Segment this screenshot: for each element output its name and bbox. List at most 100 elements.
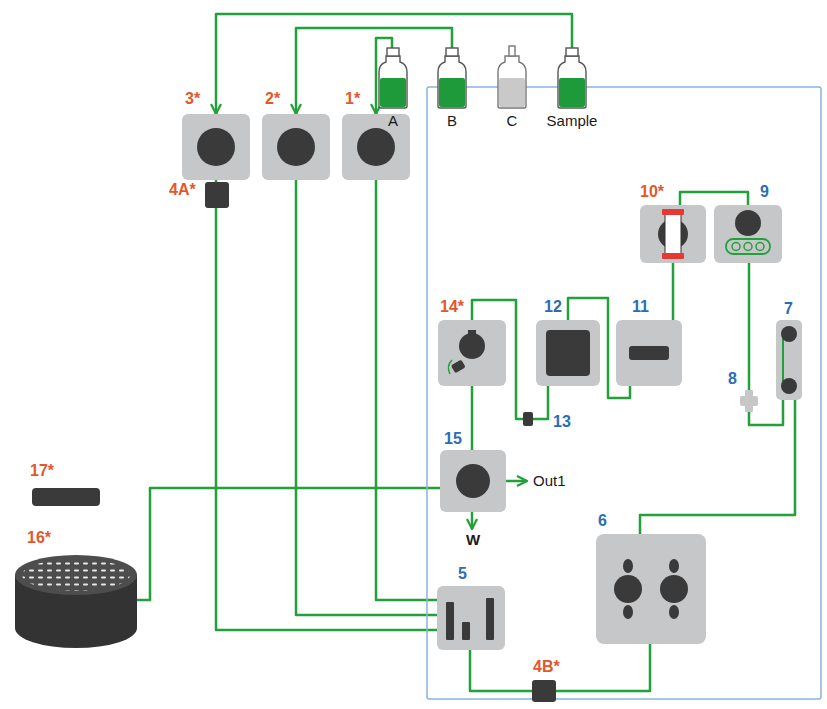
bottle-a xyxy=(379,48,407,108)
tubing xyxy=(215,180,218,182)
tubing xyxy=(296,180,437,615)
fraction-tray-part xyxy=(15,555,137,595)
mixer-valve-node: 5 xyxy=(437,586,505,650)
callout-number: 10* xyxy=(640,183,664,201)
inlet-valve-part xyxy=(262,114,330,180)
pump-part xyxy=(669,559,679,573)
flow-restrictor xyxy=(523,412,533,426)
outlet-valve-part xyxy=(456,464,490,498)
mixer-valve-part xyxy=(462,622,470,640)
tubing xyxy=(216,14,572,114)
bottle-c-part xyxy=(498,56,526,108)
bottle-c-part xyxy=(509,46,515,56)
mixer-node: 8 xyxy=(740,390,758,412)
mixer xyxy=(740,390,758,412)
instrument-panel-part xyxy=(427,87,821,699)
pressure-sensor-part xyxy=(776,320,802,400)
pressure-sensor xyxy=(776,320,802,400)
bottle-a-part xyxy=(380,78,406,107)
pump-node: 6 xyxy=(596,534,706,644)
callout-number: 12 xyxy=(544,298,562,316)
pump-part xyxy=(596,534,706,644)
bottle-b-part xyxy=(446,48,458,56)
ph-valve-part xyxy=(438,320,506,386)
tubing xyxy=(556,644,650,691)
ph-valve-part xyxy=(451,360,466,374)
tubing xyxy=(640,400,795,534)
bottle-a-part xyxy=(379,56,407,108)
fraction-tray-part xyxy=(22,559,130,591)
mixer-valve xyxy=(437,586,505,650)
bottle-node: Sample xyxy=(557,48,587,108)
callout-number: 17* xyxy=(30,462,54,480)
filter-block xyxy=(205,182,556,702)
outlet-valve-part xyxy=(440,450,506,512)
valve-node: 3* xyxy=(182,114,250,180)
filter-block-part xyxy=(205,182,229,208)
column-part xyxy=(665,213,681,255)
accessory-bar-part xyxy=(32,488,100,506)
injection-valve-part xyxy=(726,239,770,254)
inlet-valve-part xyxy=(182,114,250,180)
injection-valve-part xyxy=(756,243,764,251)
mixer-valve-part xyxy=(446,602,454,640)
callout-number: 11 xyxy=(632,298,649,316)
bottle-sample-part xyxy=(558,56,586,108)
callout-number: 14* xyxy=(440,298,464,316)
pressure-sensor-node: 7 xyxy=(776,320,802,400)
callout-number: 15 xyxy=(444,430,462,448)
restrictor-node: 13 xyxy=(523,412,533,426)
bottle-label: Sample xyxy=(547,112,598,130)
callout-number: 1* xyxy=(345,90,360,108)
callout-number: 16* xyxy=(27,529,51,547)
pressure-sensor-part xyxy=(781,378,797,394)
injection-valve-part xyxy=(735,210,761,236)
conductivity-monitor xyxy=(536,320,600,386)
bottle-node: A xyxy=(378,48,408,108)
callout-number: 3* xyxy=(185,90,200,108)
outlet-arrow-part xyxy=(506,480,527,483)
bottle-node: B xyxy=(437,48,467,108)
bottle-b-part xyxy=(438,56,466,108)
pressure-sensor-part xyxy=(782,334,784,386)
column xyxy=(640,205,706,263)
injection-valve-part xyxy=(714,205,782,263)
injection-valve-node: 9 xyxy=(714,205,782,263)
callout-number: 2* xyxy=(265,90,280,108)
bottle-b xyxy=(438,48,466,108)
uv-monitor xyxy=(616,320,682,386)
tubing xyxy=(296,28,452,114)
ph-valve-part xyxy=(468,330,476,334)
column-node: 10* xyxy=(640,205,706,263)
bottle-sample-part xyxy=(566,48,578,56)
conductivity-monitor-part xyxy=(536,320,600,386)
injection-valve-part xyxy=(732,243,740,251)
callout-number: 4B* xyxy=(533,658,560,676)
column-part xyxy=(640,205,706,263)
tubing xyxy=(470,650,532,691)
callout-number: 4A* xyxy=(169,181,196,199)
callout-number: 9 xyxy=(760,183,769,201)
conductivity-monitor-part xyxy=(546,330,590,376)
bottle-sample-part xyxy=(559,78,585,107)
fraction-collector-node: 16* xyxy=(15,553,137,648)
fraction-tray xyxy=(15,555,137,648)
tubing xyxy=(471,386,474,450)
ph-valve-part xyxy=(459,333,485,359)
injection-valve-part xyxy=(744,243,752,251)
mixer-part xyxy=(740,396,758,406)
column-part xyxy=(662,209,684,215)
ph-valve-part xyxy=(448,360,452,374)
pump-part xyxy=(623,605,633,619)
mixer-valve-part xyxy=(486,598,494,640)
callout-number: 7 xyxy=(784,300,793,318)
injection-valve xyxy=(714,205,782,263)
filter-block-part xyxy=(532,680,556,702)
ph-valve-node: 14* xyxy=(438,320,506,386)
ph-valve xyxy=(438,320,506,386)
valve-node: 1* xyxy=(342,114,410,180)
outlet-label: Out1 xyxy=(531,472,568,490)
outlet-valve xyxy=(440,450,506,512)
